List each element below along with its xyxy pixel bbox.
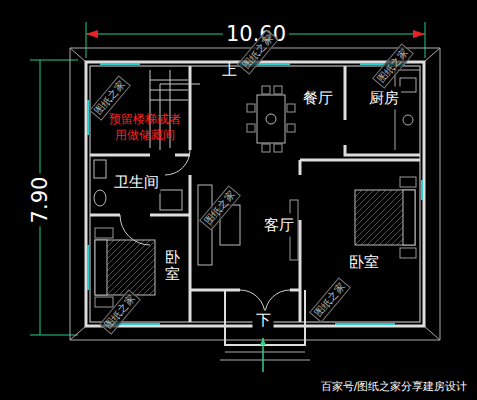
room-name: 卧室 <box>349 253 379 272</box>
room-region: 卧室 <box>163 247 182 284</box>
stair-up: 上 <box>222 61 237 80</box>
room-name: 卫生间 <box>114 173 159 192</box>
room-region: 卫生间 <box>112 171 161 194</box>
room-region: 餐厅 <box>301 87 335 110</box>
room-name: 客厅 <box>264 216 294 235</box>
caption: 百家号/图纸之家分享建房设计 <box>321 379 468 394</box>
watermark: 图纸之家 <box>99 289 141 335</box>
room-name: 厨房 <box>369 89 399 108</box>
room-name: 卧室 <box>165 249 180 282</box>
stair-down: 下 <box>253 311 274 330</box>
dimension: 7.90 <box>28 174 52 227</box>
room-name: 餐厅 <box>303 89 333 108</box>
room-region: 客厅 <box>262 214 296 237</box>
room-region: 卧室 <box>347 251 381 274</box>
room-region: 厨房 <box>367 87 401 110</box>
watermark: 图纸之家 <box>309 277 351 323</box>
note: 预留楼梯或者用做储藏间 <box>109 112 181 143</box>
